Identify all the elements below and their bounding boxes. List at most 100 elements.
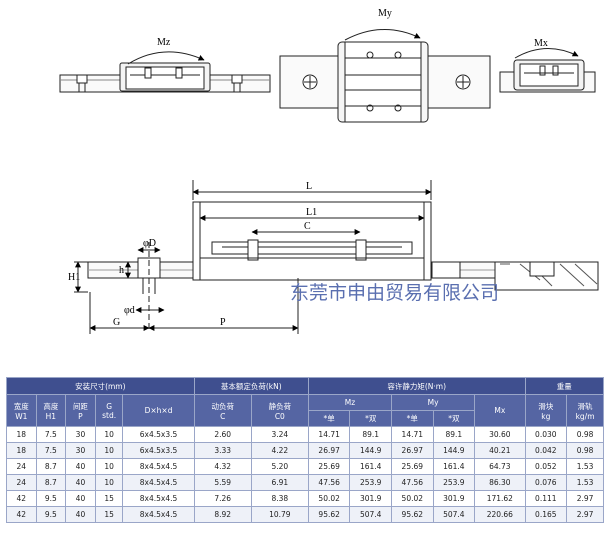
table-cell: 26.97 (391, 442, 434, 459)
table-cell: 30 (65, 426, 96, 443)
col-dhd: D×h×d (122, 394, 195, 427)
table-cell: 0.052 (524, 458, 568, 475)
table-cell: 95.62 (307, 506, 351, 523)
dim-L: L (306, 181, 312, 192)
table-cell: 161.4 (349, 458, 393, 475)
table-cell: 89.1 (432, 426, 476, 443)
table-cell: 50.02 (391, 490, 434, 507)
table-cell: 30.60 (474, 426, 526, 443)
table-cell: 253.9 (349, 474, 393, 491)
table-cell: 40.21 (474, 442, 526, 459)
table-cell: 7.5 (35, 426, 67, 443)
table-cell: 64.73 (474, 458, 526, 475)
table-cell: 50.02 (307, 490, 351, 507)
dim-L1: L1 (306, 207, 317, 218)
table-cell: 171.62 (474, 490, 526, 507)
table-cell: 507.4 (432, 506, 476, 523)
table-cell: 8.92 (193, 506, 252, 523)
table-cell: 8.38 (250, 490, 309, 507)
table-cell: 15 (94, 490, 124, 507)
table-cell: 8.7 (35, 474, 67, 491)
group-moment: 容许静力矩(N·m) (307, 377, 526, 395)
dim-H1: H1 (68, 272, 80, 283)
table-cell: 1.53 (566, 474, 604, 491)
table-cell: 5.59 (193, 474, 252, 491)
table-cell: 10 (94, 426, 124, 443)
table-cell: 6x4.5x3.5 (122, 426, 195, 443)
table-cell: 0.111 (524, 490, 568, 507)
table-cell: 40 (65, 474, 96, 491)
table-cell: 144.9 (349, 442, 393, 459)
rail-slider-drawing (74, 180, 599, 334)
table-cell: 8x4.5x4.5 (122, 490, 195, 507)
table-cell: 0.165 (524, 506, 568, 523)
table-cell: 0.98 (566, 442, 604, 459)
table-cell: 25.69 (307, 458, 351, 475)
table-cell: 14.71 (307, 426, 351, 443)
table-cell: 42 (6, 490, 37, 507)
table-cell: 8.7 (35, 458, 67, 475)
col-my-double: *双 (432, 410, 476, 427)
table-cell: 6.91 (250, 474, 309, 491)
table-cell: 18 (6, 442, 37, 459)
table-cell: 2.97 (566, 506, 604, 523)
table-cell: 47.56 (391, 474, 434, 491)
table-cell: 7.5 (35, 442, 67, 459)
table-cell: 0.98 (566, 426, 604, 443)
table-cell: 47.56 (307, 474, 351, 491)
table-cell: 301.9 (349, 490, 393, 507)
table-cell: 161.4 (432, 458, 476, 475)
table-cell: 26.97 (307, 442, 351, 459)
mx-end-view (499, 47, 596, 93)
col-mz-single: *单 (307, 410, 351, 427)
table-cell: 10.79 (250, 506, 309, 523)
table-cell: 9.5 (35, 506, 67, 523)
table-cell: 14.71 (391, 426, 434, 443)
table-cell: 3.24 (250, 426, 309, 443)
technical-drawings: Mz My Mx (59, 8, 599, 334)
dim-C: C (304, 221, 311, 232)
my-label: My (378, 8, 392, 19)
table-cell: 9.5 (35, 490, 67, 507)
table-cell: 25.69 (391, 458, 434, 475)
table-cell: 0.076 (524, 474, 568, 491)
col-my-single: *单 (391, 410, 434, 427)
table-cell: 10 (94, 458, 124, 475)
table-cell: 1.53 (566, 458, 604, 475)
table-cell: 86.30 (474, 474, 526, 491)
table-cell: 7.26 (193, 490, 252, 507)
dim-h: h (119, 265, 124, 276)
table-cell: 89.1 (349, 426, 393, 443)
table-cell: 2.97 (566, 490, 604, 507)
table-cell: 220.66 (474, 506, 526, 523)
my-top-view (279, 29, 491, 123)
dim-phiD: φD (143, 238, 156, 249)
table-cell: 8x4.5x4.5 (122, 506, 195, 523)
dim-phid: φd (124, 305, 135, 316)
table-cell: 40 (65, 458, 96, 475)
table-cell: 24 (6, 474, 37, 491)
table-cell: 40 (65, 506, 96, 523)
table-cell: 5.20 (250, 458, 309, 475)
table-cell: 2.60 (193, 426, 252, 443)
mz-side-view (59, 51, 271, 93)
table-cell: 18 (6, 426, 37, 443)
watermark: 东莞市申由贸易有限公司 (290, 282, 499, 304)
table-cell: 253.9 (432, 474, 476, 491)
table-cell: 15 (94, 506, 124, 523)
mz-label: Mz (157, 37, 171, 48)
table-cell: 144.9 (432, 442, 476, 459)
col-mz-double: *双 (349, 410, 393, 427)
